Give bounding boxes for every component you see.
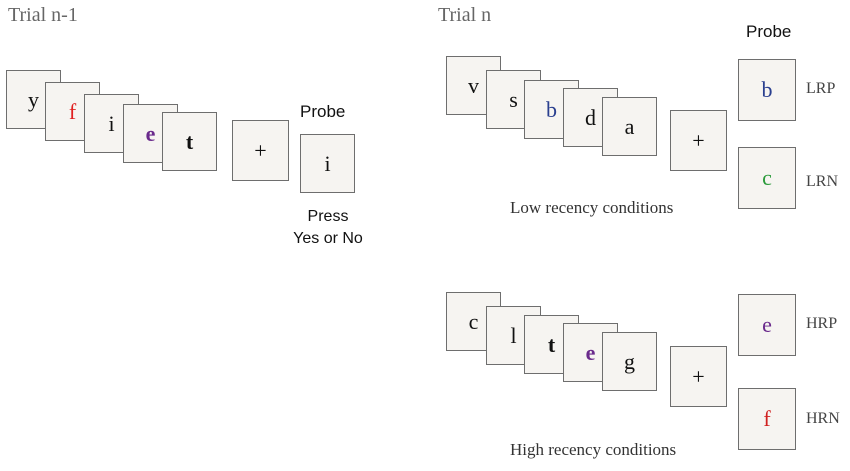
instruction-line-1: Press xyxy=(307,208,349,225)
condition-label-lrn: LRN xyxy=(806,173,838,190)
trial-prev-title: Trial n-1 xyxy=(8,4,78,26)
instruction-line-2: Yes or No xyxy=(293,230,363,247)
study-card-high-5: g xyxy=(602,332,657,391)
response-instruction: Press Yes or No xyxy=(276,206,380,250)
study-card-low-5: a xyxy=(602,97,657,156)
trial-n-title: Trial n xyxy=(438,4,492,26)
probe-card-lrp: b xyxy=(738,59,796,121)
condition-label-lrp: LRP xyxy=(806,80,836,97)
condition-label-hrn: HRN xyxy=(806,410,840,427)
study-card-prev-5: t xyxy=(162,112,217,171)
probe-card-prev: i xyxy=(300,134,355,193)
high-recency-caption: High recency conditions xyxy=(510,440,677,459)
probe-label-prev: Probe xyxy=(300,102,346,121)
fixation-card-prev: + xyxy=(232,120,289,181)
fixation-card-low: + xyxy=(670,110,727,171)
probe-card-hrp: e xyxy=(738,294,796,356)
probe-label-n: Probe xyxy=(746,22,792,41)
fixation-card-high: + xyxy=(670,346,727,407)
condition-label-hrp: HRP xyxy=(806,315,838,332)
low-recency-caption: Low recency conditions xyxy=(510,198,674,217)
probe-card-hrn: f xyxy=(738,388,796,450)
probe-card-lrn: c xyxy=(738,147,796,209)
